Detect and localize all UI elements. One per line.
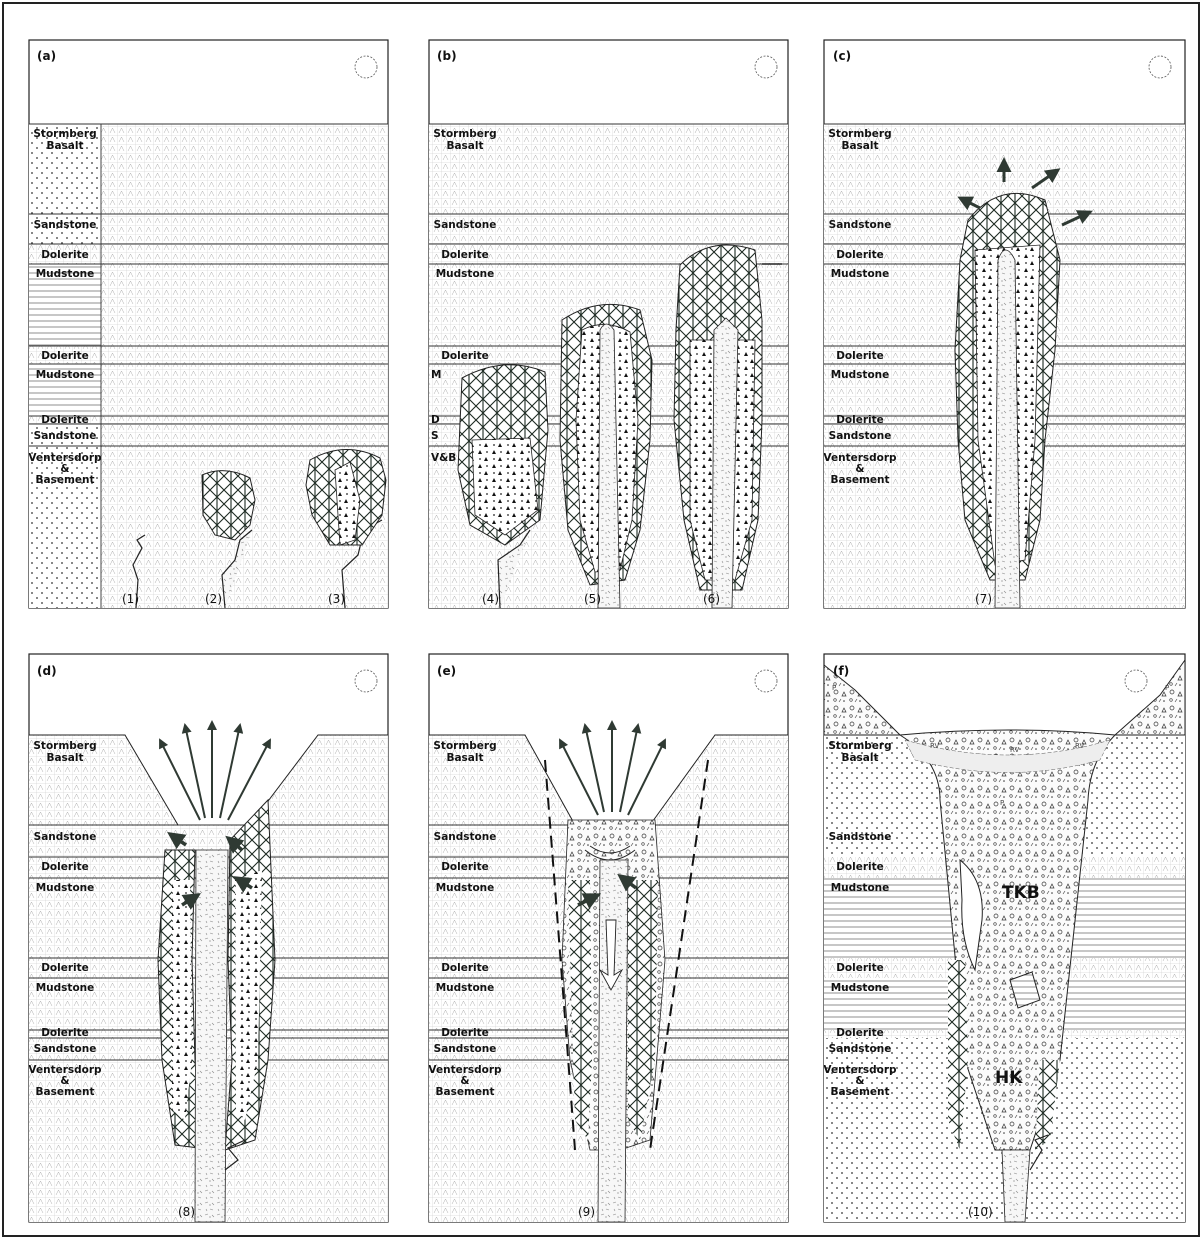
panel-label-c: (c) (833, 49, 851, 63)
layer-label: Dolerite (441, 249, 489, 261)
panel-label-f: (f) (833, 664, 849, 678)
layer-label: Sandstone (34, 1043, 97, 1055)
layer-label: Stormberg (33, 740, 96, 752)
layer-label: Mudstone (36, 882, 95, 894)
layer-label: Stormberg (433, 128, 496, 140)
layer-label: Sandstone (434, 831, 497, 843)
crater-fill-label: RV (930, 742, 939, 750)
layer-label: Dolerite (441, 861, 489, 873)
stage-label: (5) (584, 592, 601, 606)
stage-label: (9) (578, 1205, 595, 1219)
layer-label: Dolerite (836, 1027, 884, 1039)
layer-label: Dolerite (41, 350, 89, 362)
layer-label: Basalt (446, 752, 483, 764)
layer-label: Basement (35, 1086, 94, 1098)
layer-label: Dolerite (41, 414, 89, 426)
layer-label: Mudstone (831, 369, 890, 381)
layer-label: Mudstone (36, 982, 95, 994)
layer-label: Mudstone (436, 982, 495, 994)
layer-label: Basalt (46, 140, 83, 152)
abbrev-label: V&B (431, 452, 456, 464)
layer-label: Dolerite (441, 962, 489, 974)
layer-label: Sandstone (829, 219, 892, 231)
panel-label-d: (d) (37, 664, 57, 678)
unit-label-hk: HK (995, 1068, 1023, 1088)
stage-label: (10) (968, 1205, 993, 1219)
stage-label: (6) (703, 592, 720, 606)
layer-label: Sandstone (434, 1043, 497, 1055)
layer-label: Dolerite (836, 414, 884, 426)
legend-column (29, 124, 101, 608)
crater-fill-label: RV (1010, 746, 1019, 754)
stage-label: (7) (975, 592, 992, 606)
layer-label: Sandstone (829, 1043, 892, 1055)
layer-label: Dolerite (836, 962, 884, 974)
layer-label: Mudstone (36, 369, 95, 381)
layer-label: Mudstone (436, 882, 495, 894)
stage-label: (8) (178, 1205, 195, 1219)
stage-label: (1) (122, 592, 139, 606)
layer-label: Dolerite (441, 350, 489, 362)
layer-label: Stormberg (828, 128, 891, 140)
layer-label: Sandstone (829, 430, 892, 442)
crater-fill-label: RV (1075, 742, 1084, 750)
layer-label: Basalt (841, 140, 878, 152)
stage-label: (3) (328, 592, 345, 606)
crater-fill-label: P (832, 684, 836, 692)
panel-label-e: (e) (437, 664, 456, 678)
layer-label: Dolerite (41, 962, 89, 974)
layer-label: Dolerite (441, 1027, 489, 1039)
layer-label: Mudstone (831, 268, 890, 280)
layer-label: Basalt (446, 140, 483, 152)
panel-c (824, 40, 1185, 608)
panel-label-b: (b) (437, 49, 457, 63)
layer-label: Dolerite (41, 249, 89, 261)
layer-label: Stormberg (33, 128, 96, 140)
layer-label: Dolerite (41, 1027, 89, 1039)
panel-b (429, 40, 788, 608)
layer-label: Dolerite (41, 861, 89, 873)
layer-label: Dolerite (836, 249, 884, 261)
abbrev-label: M (431, 369, 441, 381)
layer-label: Mudstone (831, 982, 890, 994)
layer-label: Basement (435, 1086, 494, 1098)
panel-a (29, 40, 388, 608)
layer-label: Sandstone (34, 430, 97, 442)
panel-label-a: (a) (37, 49, 56, 63)
crater-fill-label: P (1165, 684, 1169, 692)
layer-label: Sandstone (829, 831, 892, 843)
layer-label: Basement (830, 474, 889, 486)
stage-label: (2) (205, 592, 222, 606)
layer-label: Sandstone (34, 831, 97, 843)
layer-label: Dolerite (836, 350, 884, 362)
abbrev-label: S (431, 430, 439, 442)
abbrev-label: D (431, 414, 440, 426)
crater-fill-label: P (1000, 799, 1004, 807)
layer-label: Basement (35, 474, 94, 486)
layer-label: Basalt (841, 752, 878, 764)
layer-label: Mudstone (436, 268, 495, 280)
layer-label: Sandstone (34, 219, 97, 231)
layer-label: Sandstone (434, 219, 497, 231)
layer-label: Mudstone (36, 268, 95, 280)
layer-label: Basalt (46, 752, 83, 764)
layer-label: Dolerite (836, 861, 884, 873)
layer-label: Stormberg (828, 740, 891, 752)
unit-label-tkb: TKB (1002, 883, 1040, 903)
layer-label: Mudstone (831, 882, 890, 894)
layer-label: Basement (830, 1086, 889, 1098)
layer-label: Stormberg (433, 740, 496, 752)
stage-label: (4) (482, 592, 499, 606)
